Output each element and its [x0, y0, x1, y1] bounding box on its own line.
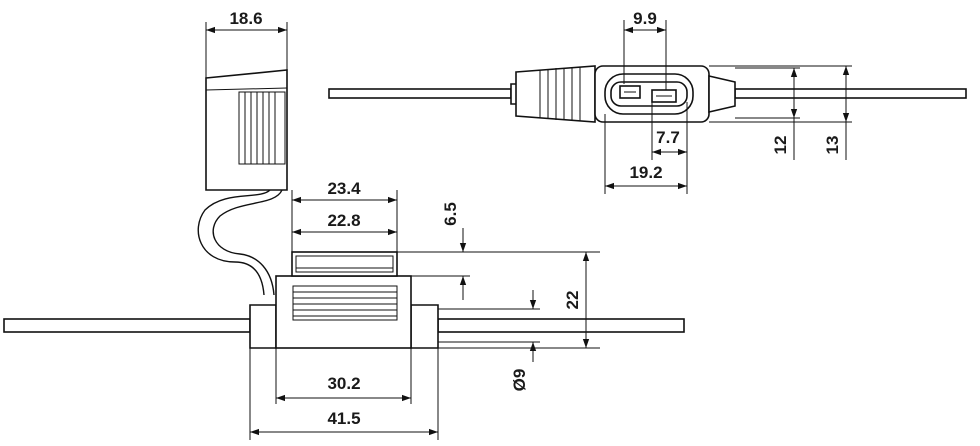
dim-body-width: 30.2	[327, 374, 360, 393]
dim-top-slot-width: 9.9	[633, 9, 657, 28]
dim-wire-diameter: Ø9	[510, 369, 529, 392]
dim-cap-width: 18.6	[229, 9, 262, 28]
dim-top-body-width: 19.2	[629, 163, 662, 182]
top-wire-right	[734, 88, 967, 99]
dim-body-height: 22	[563, 291, 582, 310]
wire-right	[437, 318, 685, 333]
dim-inner-width: 22.8	[327, 211, 360, 230]
dim-overall-width: 41.5	[327, 409, 360, 428]
dim-cap-height: 6.5	[441, 202, 460, 226]
wire-left	[3, 318, 251, 333]
cap	[205, 69, 288, 191]
top-view: 9.9 7.7 19.2 12 13	[328, 9, 967, 194]
fuse-body	[249, 251, 439, 349]
dim-top-blade-width: 7.7	[656, 128, 680, 147]
dim-top-height-outer: 13	[823, 136, 842, 155]
strap	[197, 189, 271, 296]
top-dimension-labels: 9.9 7.7 19.2 12 13	[629, 9, 842, 182]
top-wire-left	[328, 88, 512, 99]
side-dimension-labels: 18.6 23.4 22.8 6.5 22 Ø9 30.2 41.5	[229, 9, 582, 428]
dimension-lines	[206, 26, 590, 436]
side-view: 18.6 23.4 22.8 6.5 22 Ø9 30.2 41.5	[3, 9, 685, 440]
dim-outer-width: 23.4	[327, 179, 361, 198]
dim-top-height-inner: 12	[771, 136, 790, 155]
